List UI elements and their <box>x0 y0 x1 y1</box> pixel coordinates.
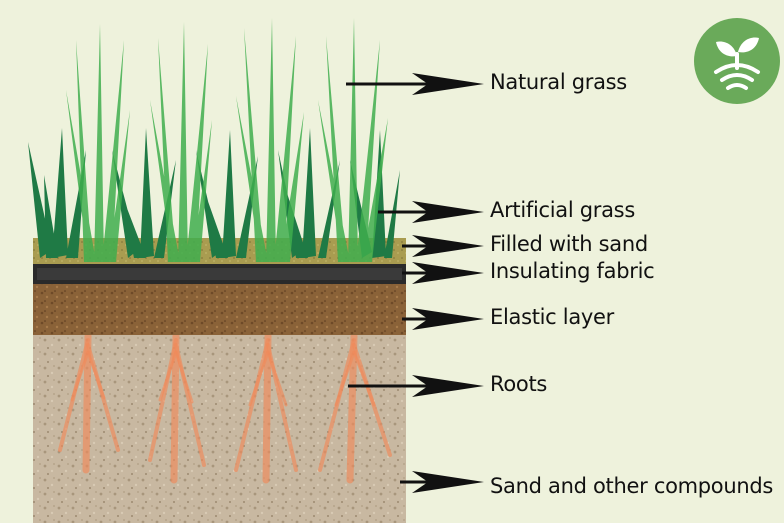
arrow-elastic-layer <box>402 308 484 330</box>
arrow-filled-with-sand <box>402 235 484 257</box>
label-elastic-layer: Elastic layer <box>490 305 614 329</box>
label-roots: Roots <box>490 372 548 396</box>
natural-clump-2 <box>150 22 212 262</box>
roots-group <box>58 332 392 484</box>
label-sand-compounds: Sand and other compounds <box>490 474 774 498</box>
arrow-insulating-fabric <box>402 262 484 284</box>
root-1 <box>58 332 120 474</box>
fabric-inner <box>37 268 402 280</box>
label-artificial-grass: Artificial grass <box>490 198 635 222</box>
artificial-tuft-3 <box>196 130 258 258</box>
label-natural-grass: Natural grass <box>490 70 627 94</box>
artificial-tuft-2 <box>112 128 176 258</box>
artificial-tuft-1 <box>28 128 86 258</box>
arrow-artificial-grass <box>378 201 484 223</box>
label-filled-with-sand: Filled with sand <box>490 232 648 256</box>
arrow-sand-compounds <box>400 471 484 493</box>
brand-logo <box>694 18 780 104</box>
natural-grass-group <box>66 18 388 262</box>
arrow-natural-grass <box>346 73 484 95</box>
natural-clump-1 <box>66 24 130 262</box>
root-3 <box>234 332 298 484</box>
arrows-group <box>346 73 484 493</box>
natural-clump-3 <box>236 18 304 262</box>
elastic-layer <box>33 284 406 335</box>
natural-clump-4 <box>318 18 388 262</box>
sprout-signal-icon <box>714 37 760 90</box>
label-insulating-fabric: Insulating fabric <box>490 259 655 283</box>
artificial-tuft-4 <box>278 128 340 258</box>
root-4 <box>318 332 392 484</box>
arrow-roots <box>348 375 484 397</box>
root-2 <box>148 332 206 484</box>
